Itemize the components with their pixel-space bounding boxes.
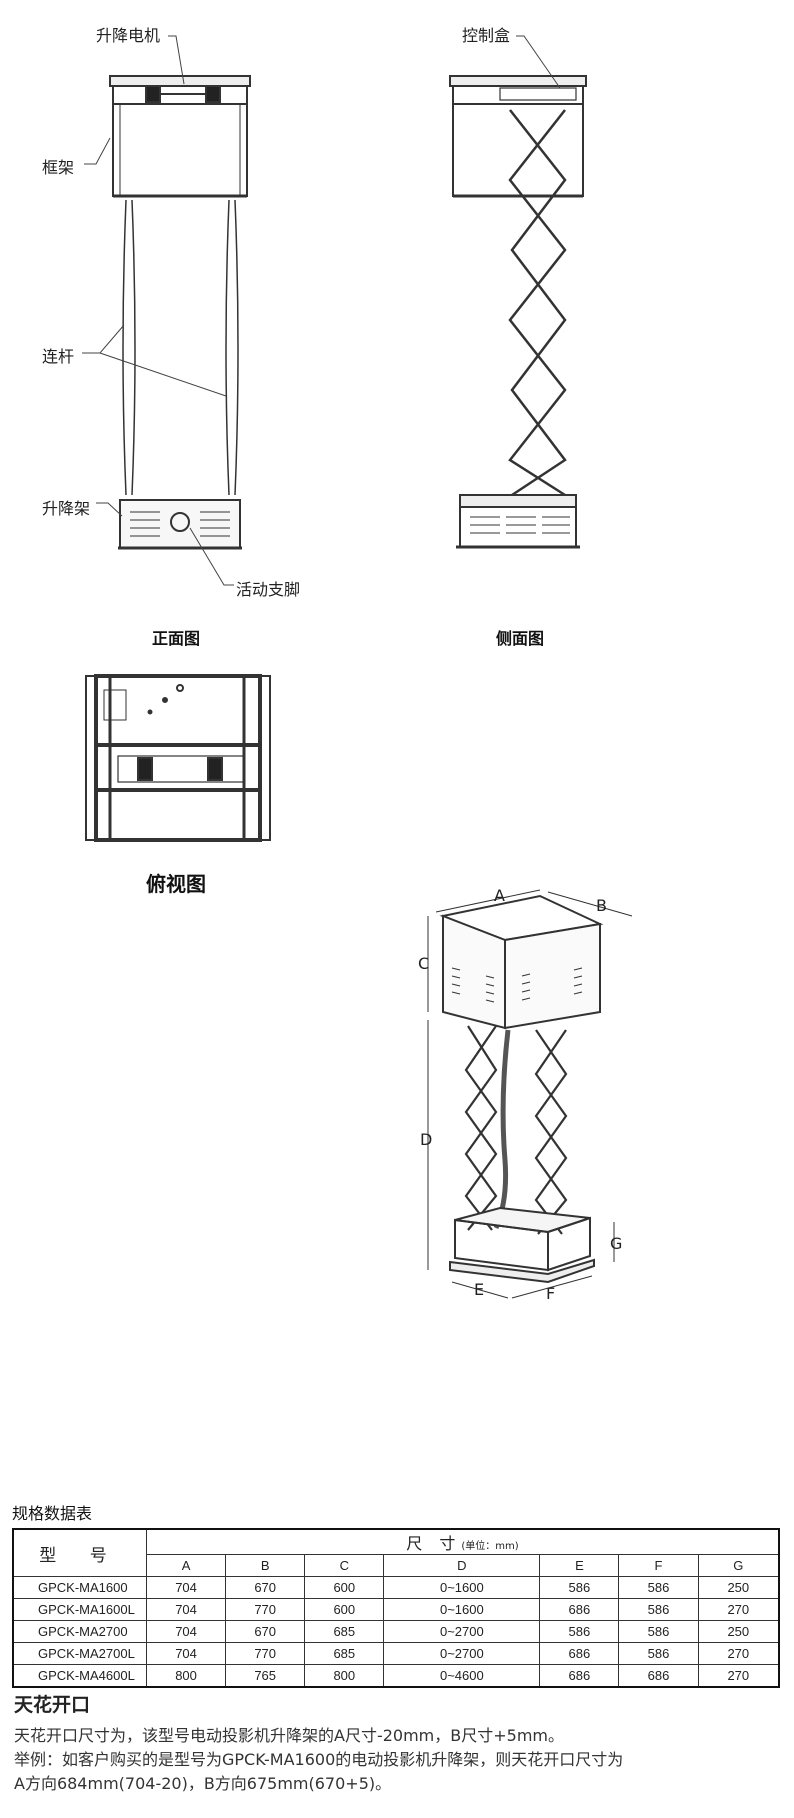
value-cell: 704 — [145, 1576, 227, 1599]
column-header: D — [383, 1554, 541, 1577]
ceiling-cut-line-2: 举例：如客户购买的是型号为GPCK-MA1600的电动投影机升降架，则天花开口尺… — [14, 1750, 624, 1769]
label-foot: 活动支脚 — [236, 580, 301, 599]
value-cell: 250 — [697, 1576, 780, 1599]
value-cell: 270 — [697, 1664, 780, 1688]
ceiling-cut-title: 天花开口 — [14, 1694, 91, 1716]
label-lift: 升降架 — [42, 499, 91, 518]
front-view-caption: 正面图 — [152, 629, 201, 648]
value-cell: 586 — [618, 1598, 699, 1621]
header-model: 型 号 — [12, 1528, 147, 1577]
model-cell: GPCK-MA4600L — [12, 1664, 147, 1688]
model-cell: GPCK-MA1600 — [12, 1576, 147, 1599]
model-cell: GPCK-MA2700 — [12, 1620, 147, 1643]
label-control-box: 控制盒 — [462, 26, 511, 45]
value-cell: 765 — [225, 1664, 306, 1688]
value-cell: 586 — [618, 1576, 699, 1599]
column-header: B — [225, 1554, 306, 1577]
value-cell: 0~2700 — [383, 1642, 541, 1665]
column-header: G — [697, 1554, 780, 1577]
value-cell: 670 — [225, 1576, 306, 1599]
label-link: 连杆 — [42, 347, 75, 366]
value-cell: 0~4600 — [383, 1664, 541, 1688]
label-motor: 升降电机 — [96, 26, 161, 45]
value-cell: 0~1600 — [383, 1576, 541, 1599]
value-cell: 685 — [304, 1642, 385, 1665]
column-header: F — [618, 1554, 699, 1577]
column-header: A — [145, 1554, 227, 1577]
value-cell: 586 — [539, 1620, 620, 1643]
dim-label-b: B — [596, 896, 607, 915]
dim-label-e: E — [474, 1280, 485, 1299]
value-cell: 704 — [145, 1642, 227, 1665]
value-cell: 250 — [697, 1620, 780, 1643]
header-dimensions: 尺 寸(单位：mm) — [146, 1528, 780, 1555]
value-cell: 800 — [145, 1664, 227, 1688]
label-frame: 框架 — [42, 158, 75, 177]
value-cell: 770 — [225, 1642, 306, 1665]
value-cell: 600 — [304, 1598, 385, 1621]
value-cell: 686 — [539, 1598, 620, 1621]
value-cell: 686 — [618, 1664, 699, 1688]
model-cell: GPCK-MA1600L — [12, 1598, 147, 1621]
value-cell: 800 — [304, 1664, 385, 1688]
value-cell: 670 — [225, 1620, 306, 1643]
value-cell: 586 — [539, 1576, 620, 1599]
dim-label-d: D — [420, 1130, 433, 1149]
ceiling-cut-line-1: 天花开口尺寸为，该型号电动投影机升降架的A尺寸-20mm，B尺寸+5mm。 — [14, 1726, 564, 1745]
value-cell: 270 — [697, 1598, 780, 1621]
value-cell: 0~1600 — [383, 1598, 541, 1621]
column-header: C — [304, 1554, 385, 1577]
value-cell: 685 — [304, 1620, 385, 1643]
ceiling-cut-line-3: A方向684mm(704-20)，B方向675mm(670+5)。 — [14, 1774, 392, 1793]
column-header: E — [539, 1554, 620, 1577]
value-cell: 686 — [539, 1664, 620, 1688]
value-cell: 704 — [145, 1620, 227, 1643]
model-cell: GPCK-MA2700L — [12, 1642, 147, 1665]
dim-label-f: F — [546, 1284, 556, 1303]
dim-label-a: A — [494, 886, 505, 905]
value-cell: 686 — [539, 1642, 620, 1665]
dim-label-g: G — [610, 1234, 623, 1253]
value-cell: 586 — [618, 1642, 699, 1665]
value-cell: 586 — [618, 1620, 699, 1643]
dim-label-c: C — [418, 954, 430, 973]
value-cell: 270 — [697, 1642, 780, 1665]
value-cell: 704 — [145, 1598, 227, 1621]
top-view-caption: 俯视图 — [146, 872, 206, 896]
spec-table-title: 规格数据表 — [12, 1504, 93, 1523]
side-view-caption: 侧面图 — [496, 629, 545, 648]
value-cell: 0~2700 — [383, 1620, 541, 1643]
value-cell: 770 — [225, 1598, 306, 1621]
value-cell: 600 — [304, 1576, 385, 1599]
